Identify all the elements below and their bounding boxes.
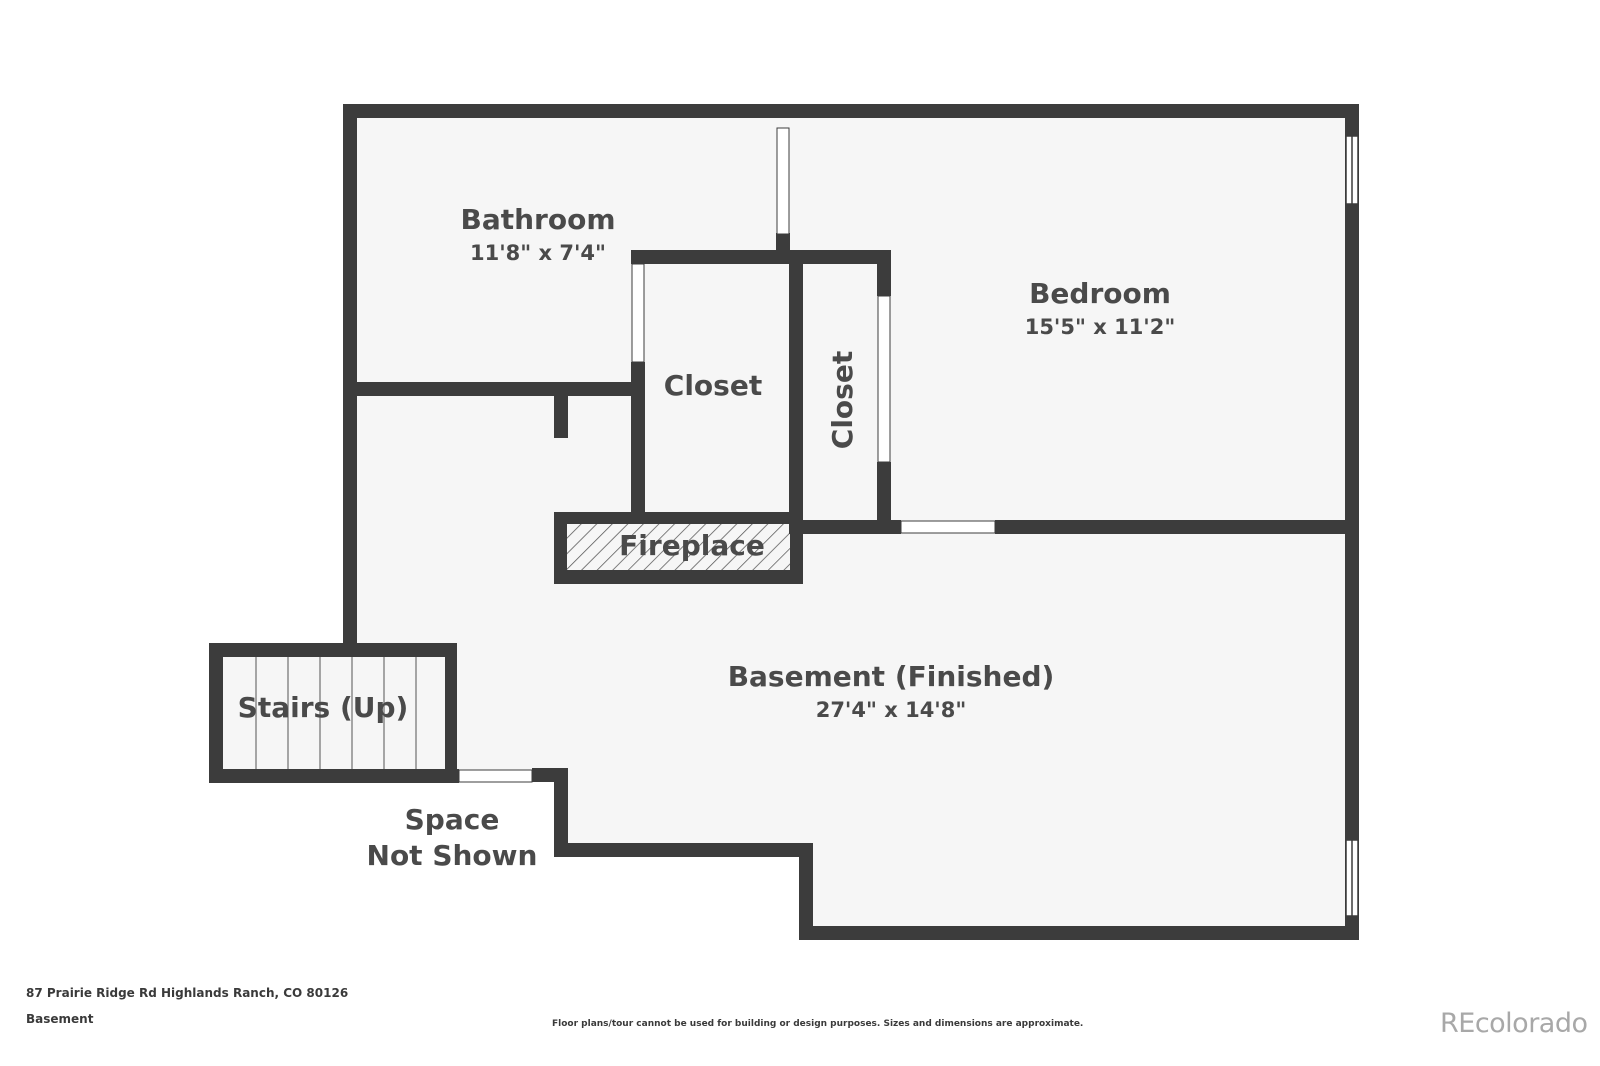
disclaimer-text: Floor plans/tour cannot be used for buil… [552,1019,1084,1029]
fireplace-box [566,523,792,571]
basement-label: Basement (Finished) [728,660,1055,693]
bathroom-dimensions: 11'8" x 7'4" [470,241,606,265]
openings [458,127,996,783]
stairs-label: Stairs (Up) [238,691,409,724]
bedroom-label: Bedroom [1029,277,1171,310]
space-not-shown-line2: Not Shown [367,839,538,872]
closet-side-label: Closet [826,351,859,449]
floor-level-label: Basement [26,1012,94,1026]
space-not-shown-line1: Space [405,803,500,836]
walls [209,104,1359,940]
property-address: 87 Prairie Ridge Rd Highlands Ranch, CO … [26,986,349,1000]
closet-center-label: Closet [664,369,762,402]
brand-logo: REcolorado [1440,1008,1588,1039]
bedroom-dimensions: 15'5" x 11'2" [1025,315,1176,339]
stair-treads [255,656,417,770]
basement-dimensions: 27'4" x 14'8" [816,698,967,722]
fireplace-label: Fireplace [619,529,765,562]
bathroom-label: Bathroom [460,203,615,236]
windows [1345,135,1359,917]
